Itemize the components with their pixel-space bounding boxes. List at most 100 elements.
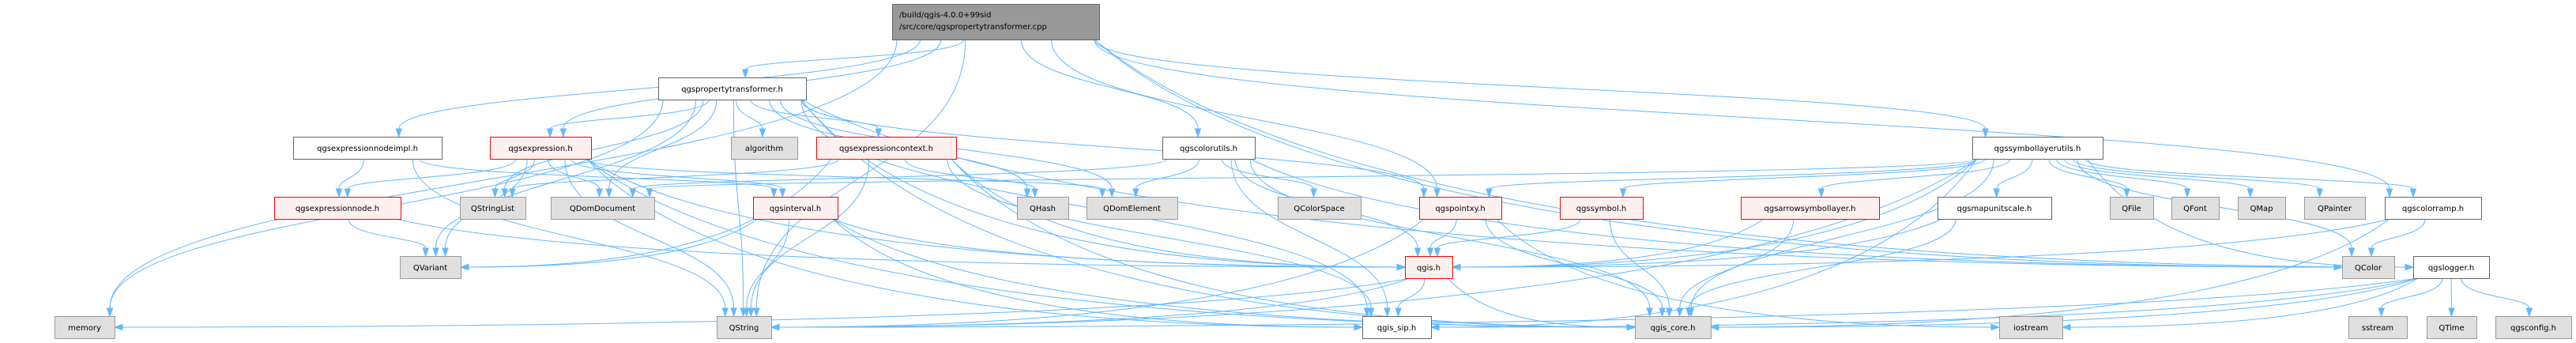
edge-qgsexpressioncontext-h-to-qhash bbox=[904, 158, 1038, 198]
edge-qgssymbol-h-to-qgis-core-h bbox=[1609, 218, 1673, 318]
node-label: qgis_core.h bbox=[1651, 324, 1696, 333]
node-qcolorspace[interactable]: QColorSpace bbox=[1278, 197, 1361, 220]
arrowhead-icon bbox=[491, 188, 499, 198]
node-qgsinterval-h[interactable]: qgsinterval.h bbox=[753, 197, 838, 220]
node-qgsexpressioncontext-h[interactable]: qgsexpressioncontext.h bbox=[816, 137, 957, 160]
edge-line bbox=[2381, 277, 2443, 309]
node-algorithm[interactable]: algorithm bbox=[731, 137, 798, 160]
node-qfont[interactable]: QFont bbox=[2171, 197, 2220, 220]
edge-qgspropertytransformer-h-to-qgspointxy-h bbox=[800, 99, 1428, 198]
edge-qgsinterval-h-to-qvariant bbox=[459, 218, 759, 271]
arrowhead-icon bbox=[1108, 188, 1116, 198]
node-qdomdocument[interactable]: QDomDocument bbox=[551, 197, 655, 220]
edge-line bbox=[1718, 277, 2419, 328]
node-label: qgis_sip.h bbox=[1377, 324, 1417, 333]
node-qhash[interactable]: QHash bbox=[1017, 197, 1069, 220]
arrowhead-icon bbox=[605, 188, 612, 198]
node-box bbox=[2495, 316, 2572, 339]
edge-qgscolorutils-h-to-qdomelement bbox=[1132, 158, 1200, 198]
node-iostream[interactable]: iostream bbox=[1999, 316, 2063, 339]
edge-line bbox=[778, 277, 1410, 328]
edge-qgsexpressioncontext-h-to-qgis-core-h bbox=[951, 158, 1636, 331]
edge-line bbox=[1438, 158, 1978, 328]
node-qgspropertytransformer-h[interactable]: qgspropertytransformer.h bbox=[658, 77, 807, 100]
edge-line bbox=[109, 39, 898, 309]
edge-line bbox=[1996, 158, 2033, 190]
node-memory[interactable]: memory bbox=[55, 316, 115, 339]
node-qstring[interactable]: QString bbox=[717, 316, 772, 339]
edge-line bbox=[832, 218, 1355, 328]
edge-qgspointxy-h-to-qgis-h bbox=[1426, 218, 1457, 258]
node-qgslogger-h[interactable]: qgslogger.h bbox=[2413, 256, 2490, 279]
arrowhead-icon bbox=[2405, 263, 2415, 271]
node-qgsexpressionnode-h[interactable]: qgsexpressionnode.h bbox=[274, 197, 401, 220]
node-qdomelement[interactable]: QDomElement bbox=[1087, 197, 1178, 220]
arrowhead-icon bbox=[1194, 128, 1202, 138]
edge-line bbox=[1688, 218, 1956, 309]
node-box bbox=[1741, 197, 1880, 220]
node-qgis-sip-h[interactable]: qgis_sip.h bbox=[1362, 316, 1432, 339]
arrowhead-icon bbox=[1420, 188, 1428, 198]
edge-qgsexpression-h-to-qgis-sip-h bbox=[586, 158, 1364, 331]
arrowhead-icon bbox=[509, 188, 516, 198]
node-label: qgscolorutils.h bbox=[1180, 145, 1237, 153]
arrowhead-icon bbox=[759, 128, 766, 138]
arrowhead-icon bbox=[2246, 188, 2254, 198]
node-qmap[interactable]: QMap bbox=[2238, 197, 2286, 220]
node-label: QDomElement bbox=[1103, 205, 1161, 213]
node-label: qgsexpression.h bbox=[508, 145, 572, 153]
edge-qgssymbollayerutils-h-to-qmap bbox=[2064, 158, 2254, 198]
node-box bbox=[274, 197, 401, 220]
edge-qgscolorutils-h-to-qcolor bbox=[1249, 158, 2344, 271]
node-qgsexpression-h[interactable]: qgsexpression.h bbox=[490, 137, 592, 160]
node-qgscolorramp-h[interactable]: qgscolorramp.h bbox=[2385, 197, 2482, 220]
arrowhead-icon bbox=[1709, 323, 1719, 331]
edge-line bbox=[1438, 277, 2419, 328]
node-qtime[interactable]: QTime bbox=[2427, 316, 2477, 339]
node-label: qgsexpressionnodeimpl.h bbox=[317, 145, 418, 153]
edge-qgsarrowsymbollayer-h-to-qgis-core-h bbox=[1676, 218, 1795, 318]
node-qgsconfig-h[interactable]: qgsconfig.h bbox=[2495, 316, 2572, 339]
edge-qgscolorutils-h-to-qdomdocument bbox=[629, 158, 1168, 198]
edge-qgsexpressioncontext-h-to-qstring bbox=[748, 158, 870, 318]
node-qgscolorutils-h[interactable]: qgscolorutils.h bbox=[1162, 137, 1256, 160]
node-qgis-h[interactable]: qgis.h bbox=[1405, 256, 1453, 279]
edge-line bbox=[504, 99, 704, 190]
arrowhead-icon bbox=[1354, 323, 1364, 331]
node-sstream[interactable]: sstream bbox=[2348, 316, 2408, 339]
arrowhead-icon bbox=[748, 307, 755, 318]
node-qgis-core-h[interactable]: qgis_core.h bbox=[1635, 316, 1712, 339]
edge-line bbox=[1459, 218, 2390, 268]
edge-line bbox=[418, 158, 774, 190]
node-qgssymbol-h[interactable]: qgssymbol.h bbox=[1560, 197, 1644, 220]
node-qgsmapunitscale-h[interactable]: qgsmapunitscale.h bbox=[1938, 197, 2052, 220]
node-qgsexpressionnodeimpl-h[interactable]: qgsexpressionnodeimpl.h bbox=[293, 137, 443, 160]
node-qgspointxy-h[interactable]: qgspointxy.h bbox=[1419, 197, 1502, 220]
node-qgsarrowsymbollayer-h[interactable]: qgsarrowsymbollayer.h bbox=[1741, 197, 1880, 220]
node-root[interactable]: /build/qgis-4.0.0+99sid/src/core/qgsprop… bbox=[892, 4, 1100, 40]
edge-line bbox=[947, 158, 1372, 309]
arrowhead-icon bbox=[344, 188, 352, 198]
edge-qgslogger-h-to-qgis-core-h bbox=[1709, 277, 2419, 331]
node-label: QString bbox=[729, 324, 759, 333]
node-qvariant[interactable]: QVariant bbox=[400, 256, 461, 279]
node-box bbox=[731, 137, 798, 160]
edge-qgsexpression-h-to-qdomdocument bbox=[547, 158, 603, 198]
arrowhead-icon bbox=[1363, 307, 1371, 318]
node-qpainter[interactable]: QPainter bbox=[2304, 197, 2366, 220]
arrowhead-icon bbox=[1395, 307, 1402, 318]
arrowhead-icon bbox=[442, 247, 449, 258]
node-qcolor[interactable]: QColor bbox=[2342, 256, 2395, 279]
node-qfile[interactable]: QFile bbox=[2110, 197, 2154, 220]
arrowhead-icon bbox=[770, 323, 780, 331]
edge-line bbox=[549, 99, 710, 130]
edge-line bbox=[1821, 158, 2011, 190]
node-label: algorithm bbox=[745, 145, 783, 153]
node-qstringlist[interactable]: QStringList bbox=[460, 197, 526, 220]
edge-qgslogger-h-to-qstring bbox=[770, 277, 2419, 331]
node-qgssymbollayerutils-h[interactable]: qgssymbollayerutils.h bbox=[1972, 137, 2103, 160]
arrowhead-icon bbox=[1031, 188, 1038, 198]
edge-line bbox=[547, 158, 601, 190]
node-box bbox=[1017, 197, 1069, 220]
node-label: QTime bbox=[2439, 324, 2464, 333]
